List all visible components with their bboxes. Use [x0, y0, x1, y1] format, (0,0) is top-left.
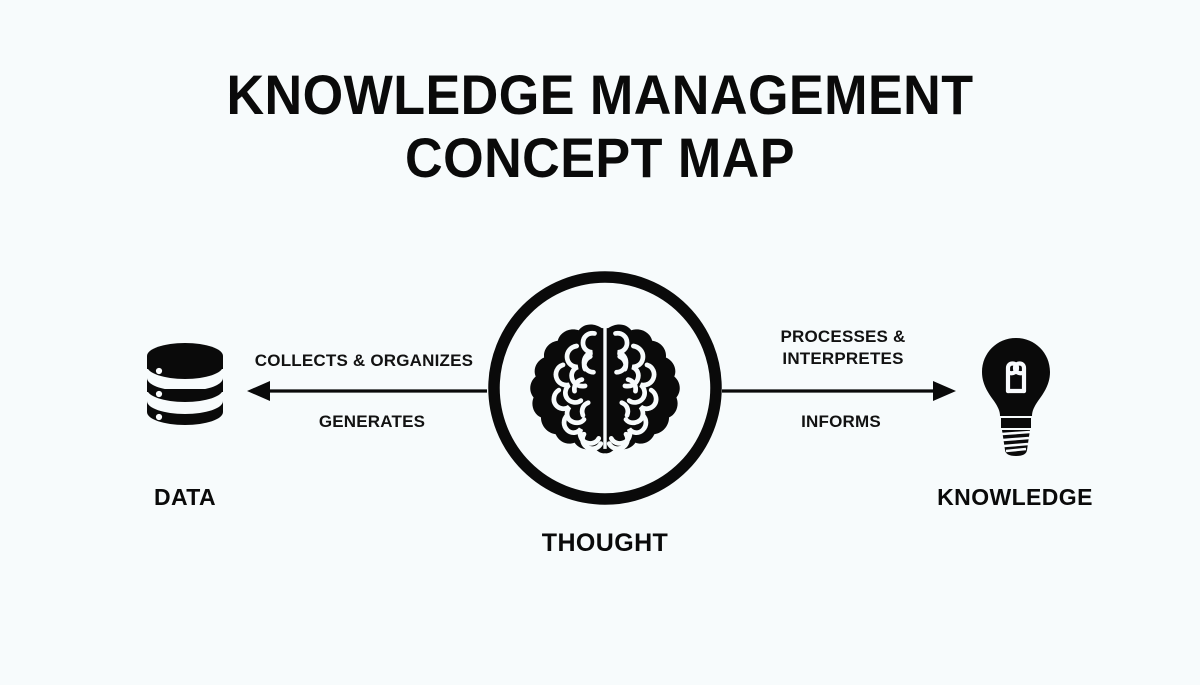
edge-label-collects-organizes: COLLECTS & ORGANIZES — [254, 351, 474, 370]
brain-icon — [530, 324, 680, 454]
edge-label-processes-interpretes: PROCESSES & INTERPRETES — [768, 326, 918, 370]
edge-label-processes-line-2: INTERPRETES — [782, 348, 904, 368]
page-title-line-2: CONCEPT MAP — [405, 126, 795, 190]
edge-label-processes-line-1: PROCESSES & — [780, 327, 906, 346]
thought-node — [488, 271, 722, 505]
database-icon — [145, 338, 225, 438]
connector-thought-to-data — [247, 381, 487, 401]
arrowhead-right-icon — [933, 381, 956, 401]
edge-label-informs: INFORMS — [801, 412, 881, 431]
connector-thought-to-knowledge — [722, 381, 956, 401]
lightbulb-icon — [977, 335, 1055, 459]
arrowhead-left-icon — [247, 381, 270, 401]
node-label-thought: THOUGHT — [541, 529, 669, 557]
edge-label-generates: GENERATES — [318, 412, 426, 431]
thought-circle-icon — [488, 271, 722, 505]
page-title: KNOWLEDGE MANAGEMENT CONCEPT MAP — [0, 66, 1200, 186]
node-label-knowledge: KNOWLEDGE — [937, 484, 1093, 510]
page-title-line-1: KNOWLEDGE MANAGEMENT — [226, 63, 974, 126]
node-label-data: DATA — [153, 484, 217, 510]
